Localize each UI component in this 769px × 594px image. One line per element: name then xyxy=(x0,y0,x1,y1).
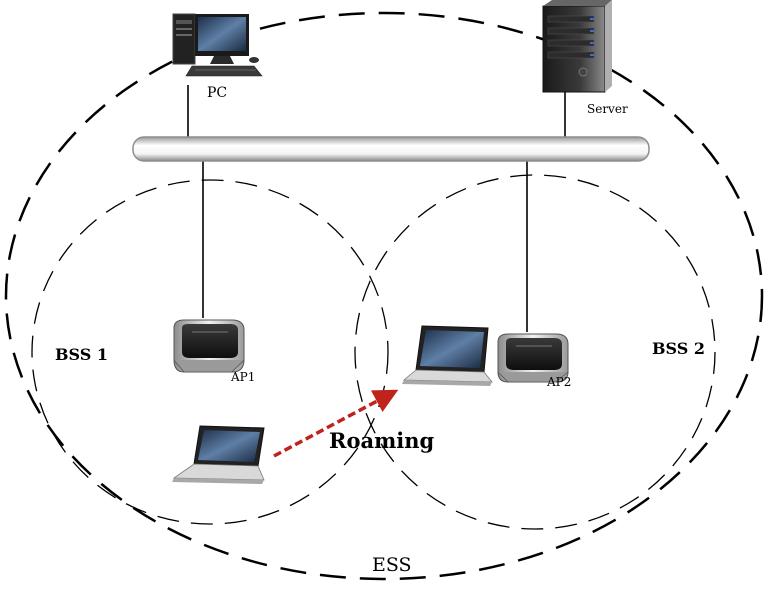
roaming-arrow xyxy=(273,389,399,458)
wireless-router-icon xyxy=(173,319,245,373)
roaming-label: Roaming xyxy=(329,428,435,453)
ap2-label: AP2 xyxy=(546,375,571,389)
server-tower-icon xyxy=(542,0,612,93)
bss2-coverage xyxy=(354,174,716,530)
backbone-network xyxy=(132,136,650,162)
bss1-label: BSS 1 xyxy=(55,345,108,364)
desktop-pc-icon xyxy=(172,13,263,77)
server-label: Server xyxy=(587,102,628,116)
ess-boundary xyxy=(4,11,764,581)
laptop-icon xyxy=(172,425,265,484)
wireless-router-icon xyxy=(497,333,569,383)
laptop-icon xyxy=(402,325,493,386)
pc-label: PC xyxy=(207,85,227,101)
ess-label: ESS xyxy=(372,554,412,576)
bss1-coverage xyxy=(31,179,389,525)
bss2-label: BSS 2 xyxy=(652,339,705,358)
ap1-label: AP1 xyxy=(230,370,255,384)
